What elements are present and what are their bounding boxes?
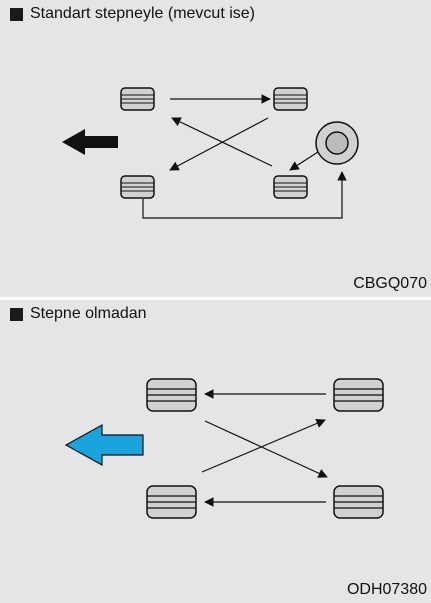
direction-arrow-icon: [62, 129, 118, 155]
tire-icon: [333, 378, 384, 412]
figure-code: ODH07380: [346, 581, 427, 598]
rotation-arrow: [204, 420, 328, 478]
figure-code: CBGQ070: [353, 275, 427, 292]
panel-without-spare: Stepne olmadan: [0, 300, 431, 603]
tire-icon: [333, 485, 384, 519]
tire-icon: [273, 87, 308, 111]
panel-title: Standart stepneyle (mevcut ise): [30, 5, 255, 22]
panel-title: Stepne olmadan: [30, 305, 147, 322]
spare-tire-icon: [315, 121, 359, 165]
rotation-arrow: [142, 171, 347, 219]
tire-icon: [146, 485, 197, 519]
panel-header: Stepne olmadan: [10, 305, 147, 323]
tire-icon: [273, 175, 308, 199]
rotation-arrow: [201, 418, 326, 473]
rotation-arrow: [171, 117, 273, 167]
blue-direction-arrow-icon: [64, 423, 144, 467]
square-bullet-icon: [10, 307, 23, 321]
rotation-arrow: [169, 117, 269, 171]
square-bullet-icon: [10, 7, 23, 21]
panel-header: Standart stepneyle (mevcut ise): [10, 5, 255, 23]
rotation-arrow: [289, 151, 319, 171]
rotation-diagram-without-spare: [64, 378, 384, 519]
panel-with-spare: Standart stepneyle (mevcut ise): [0, 0, 431, 297]
tire-icon: [120, 175, 155, 199]
panel-divider: [0, 297, 431, 300]
tire-icon: [120, 87, 155, 111]
rotation-diagram-with-spare: [62, 87, 359, 219]
tire-icon: [146, 378, 197, 412]
